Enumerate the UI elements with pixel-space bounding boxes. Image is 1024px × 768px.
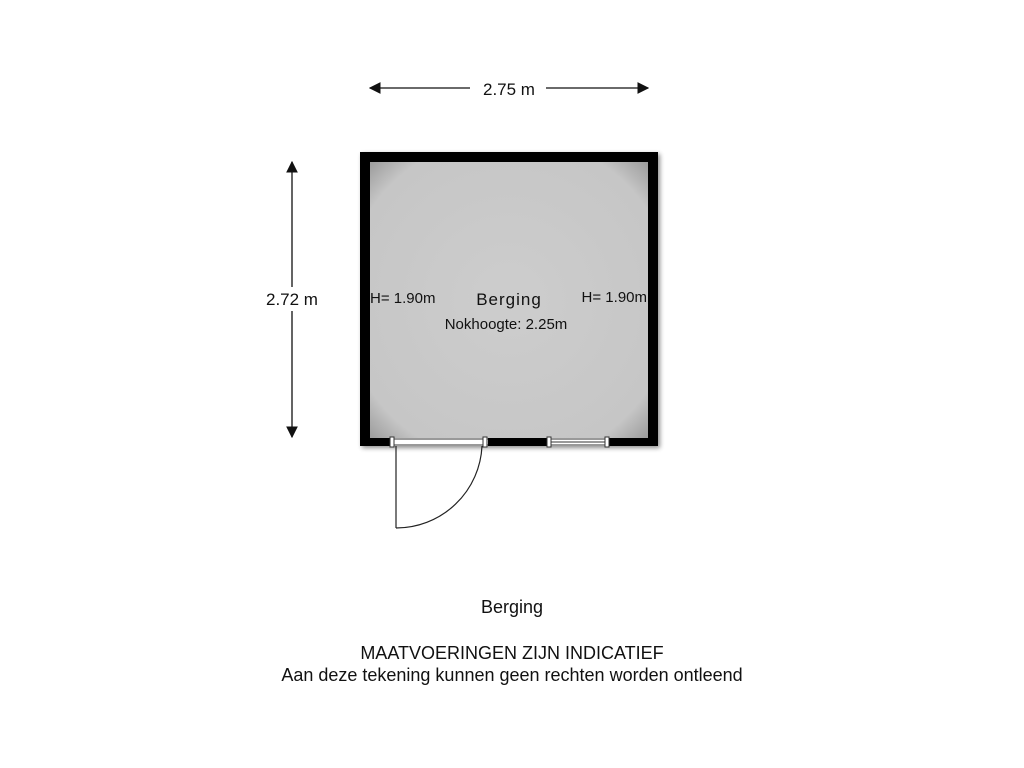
depth-dimension-label: 2.72 m: [266, 290, 318, 309]
door: [389, 436, 488, 529]
width-dimension-label: 2.75 m: [483, 80, 535, 99]
ridge-height-label: Nokhoogte: 2.25m: [445, 316, 568, 333]
room-floor: [370, 162, 648, 438]
door-swing-arc: [395, 445, 483, 529]
height-label-left: H= 1.90m: [370, 290, 435, 307]
room-name: Berging: [476, 290, 542, 309]
depth-dimension: 2.72 m: [256, 160, 328, 439]
plan-title: Berging: [480, 597, 544, 617]
disclaimer-text: MAATVOERINGEN ZIJN INDICATIEF: [360, 643, 664, 663]
room-berging: H= 1.90m Berging H= 1.90m Nokhoogte: 2.2…: [360, 152, 658, 529]
height-label-right: H= 1.90m: [582, 289, 647, 306]
window: [546, 436, 610, 448]
legal-note: Aan deze tekening kunnen geen rechten wo…: [281, 665, 743, 685]
width-dimension: 2.75 m: [368, 80, 650, 99]
